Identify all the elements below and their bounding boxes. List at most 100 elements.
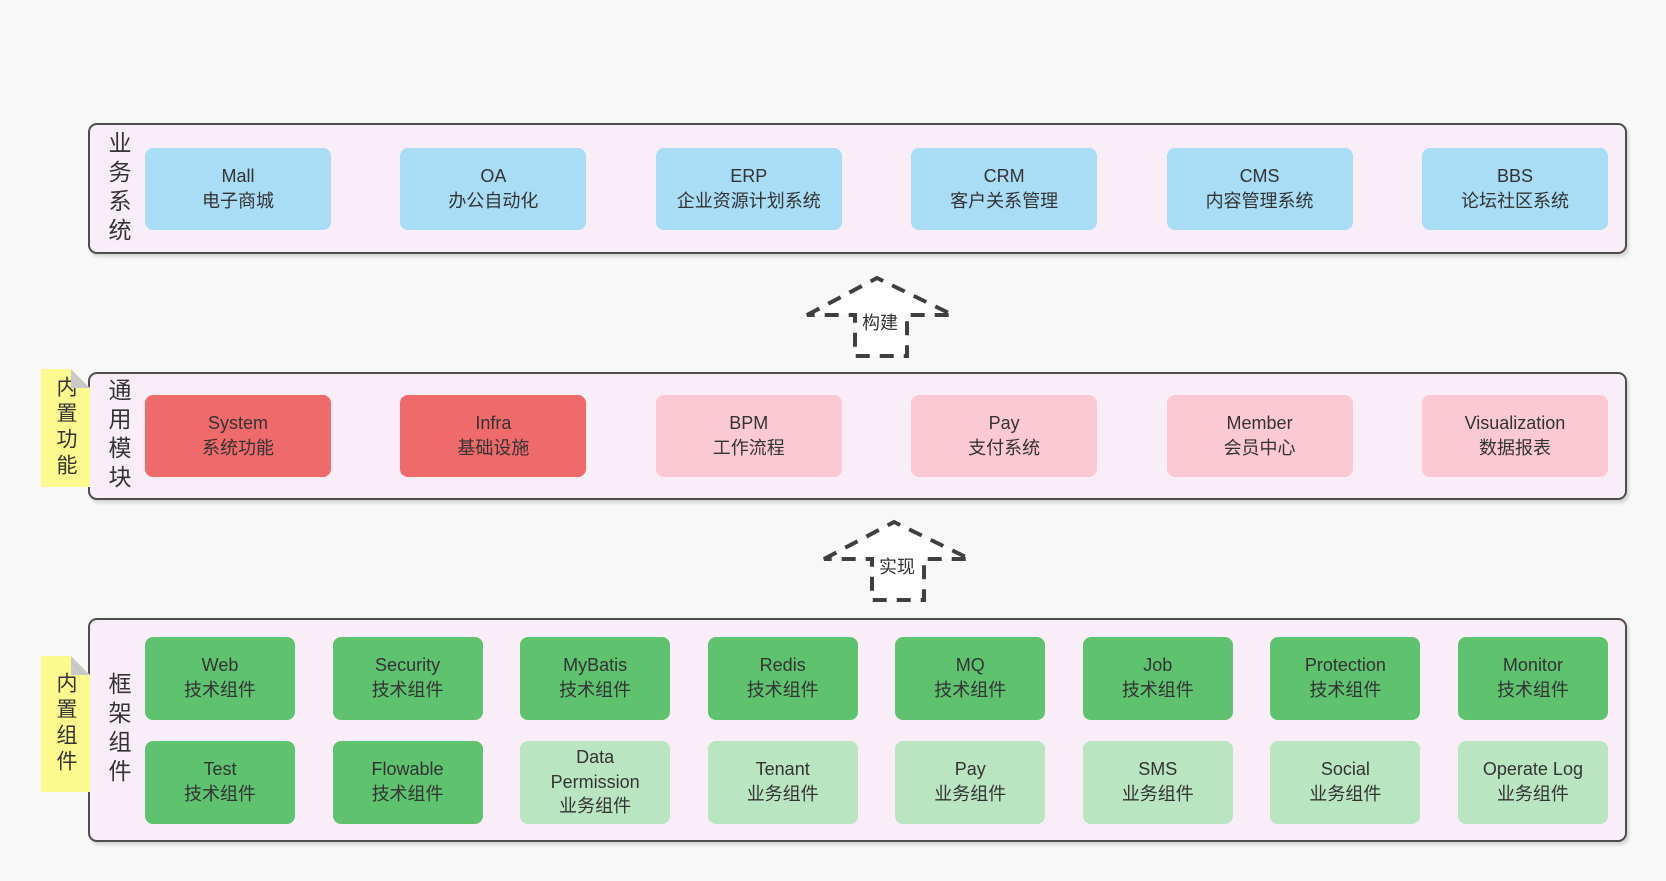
build-arrow: 构建	[805, 275, 955, 359]
module-desc: 论坛社区系统	[1460, 190, 1569, 211]
module-box-security: Security 技术组件	[332, 636, 483, 720]
module-desc: 支付系统	[968, 438, 1041, 458]
module-box-redis: Redis 技术组件	[707, 636, 858, 720]
module-name: Tenant	[755, 759, 810, 780]
module-name: Monitor	[1502, 655, 1563, 676]
module-box-oa: OA 办公自动化	[400, 147, 587, 230]
layer-title-business-systems: 业务系统	[105, 130, 131, 247]
module-box-infra: Infra 基础设施	[400, 395, 587, 477]
module-desc: 技术组件	[746, 680, 819, 700]
layer-business-systems: 业务系统 Mall 电子商城 OA 办公自动化 ERP 企业资源计划系统 CRM 客户关系管理…	[88, 123, 1627, 254]
module-desc: 业务组件	[746, 784, 819, 804]
module-desc: 技术组件	[1309, 680, 1382, 700]
module-name: Pay	[988, 413, 1020, 434]
module-name: Redis	[759, 655, 806, 676]
module-name: Data Permission	[550, 746, 640, 792]
module-name: SMS	[1138, 759, 1178, 780]
build-arrow-label: 构建	[859, 309, 901, 335]
module-desc: 业务组件	[1309, 784, 1382, 804]
module-desc: 工作流程	[712, 438, 785, 458]
module-name: MyBatis	[563, 655, 628, 676]
module-desc: 技术组件	[1496, 680, 1569, 700]
module-name: CRM	[983, 165, 1025, 186]
module-name: System	[207, 413, 268, 434]
module-desc: 系统功能	[202, 438, 274, 458]
module-box-operate-log: Operate Log 业务组件	[1457, 740, 1608, 824]
module-name: Mall	[221, 165, 255, 186]
module-box-monitor: Monitor 技术组件	[1457, 636, 1608, 720]
module-desc: 技术组件	[184, 784, 256, 804]
folded-corner-icon	[71, 656, 90, 675]
module-desc: 办公自动化	[448, 190, 539, 211]
architecture-diagram: 业务系统 Mall 电子商城 OA 办公自动化 ERP 企业资源计划系统 CRM 客户关系管理…	[88, 123, 1627, 842]
module-name: Visualization	[1464, 413, 1566, 434]
module-name: Test	[203, 759, 237, 780]
module-name: Protection	[1304, 655, 1386, 676]
module-box-protection: Protection 技术组件	[1270, 636, 1421, 720]
module-desc: 企业资源计划系统	[676, 190, 821, 211]
module-name: OA	[480, 165, 507, 186]
module-desc: 内容管理系统	[1205, 190, 1314, 211]
module-box-pay: Pay 支付系统	[911, 395, 1098, 477]
module-name: Infra	[475, 413, 512, 434]
module-desc: 电子商城	[202, 190, 274, 211]
module-box-test: Test 技术组件	[145, 740, 295, 824]
module-box-bpm: BPM 工作流程	[655, 395, 842, 477]
module-desc: 客户关系管理	[950, 190, 1059, 211]
module-box-mall: Mall 电子商城	[145, 147, 331, 230]
layer-title-common-modules: 通用模块	[105, 378, 131, 494]
module-desc: 技术组件	[1121, 680, 1194, 700]
module-box-visualization: Visualization 数据报表	[1421, 395, 1608, 477]
module-name: Web	[201, 655, 239, 676]
module-box-data-permission: Data Permission 业务组件	[520, 740, 671, 824]
sticky-note-text: 内置组件	[54, 672, 77, 776]
sticky-note-builtin-features: 内置功能	[41, 369, 90, 487]
module-name: Flowable	[371, 759, 444, 780]
layer-label-column: 业务系统	[90, 131, 145, 247]
module-name: BPM	[729, 413, 769, 434]
module-name: MQ	[955, 655, 985, 676]
gap-implement: 实现	[88, 500, 1627, 618]
module-desc: 业务组件	[934, 784, 1007, 804]
implement-arrow: 实现	[822, 519, 972, 603]
module-name: Job	[1143, 655, 1173, 676]
module-box-mq: MQ 技术组件	[895, 636, 1046, 720]
module-name: Security	[375, 655, 441, 676]
module-box-crm: CRM 客户关系管理	[911, 147, 1098, 230]
module-desc: 基础设施	[457, 438, 530, 458]
module-name: Member	[1226, 413, 1293, 434]
module-desc: 业务组件	[559, 796, 632, 817]
module-name: ERP	[730, 165, 768, 186]
module-name: Social	[1320, 759, 1370, 780]
layer-title-framework-components: 框架组件	[105, 672, 131, 788]
layer-label-column: 通用模块	[90, 378, 145, 494]
module-box-social: Social 业务组件	[1270, 740, 1421, 824]
module-desc: 技术组件	[934, 680, 1007, 700]
module-name: Operate Log	[1482, 759, 1583, 780]
module-box-system: System 系统功能	[145, 395, 331, 477]
layer-label-column: 框架组件	[90, 672, 145, 788]
module-desc: 数据报表	[1478, 438, 1551, 458]
gap-build: 构建	[88, 254, 1627, 372]
module-desc: 业务组件	[1496, 784, 1569, 804]
implement-arrow-label: 实现	[876, 553, 918, 579]
module-desc: 技术组件	[371, 680, 444, 700]
sticky-note-text: 内置功能	[54, 376, 77, 480]
